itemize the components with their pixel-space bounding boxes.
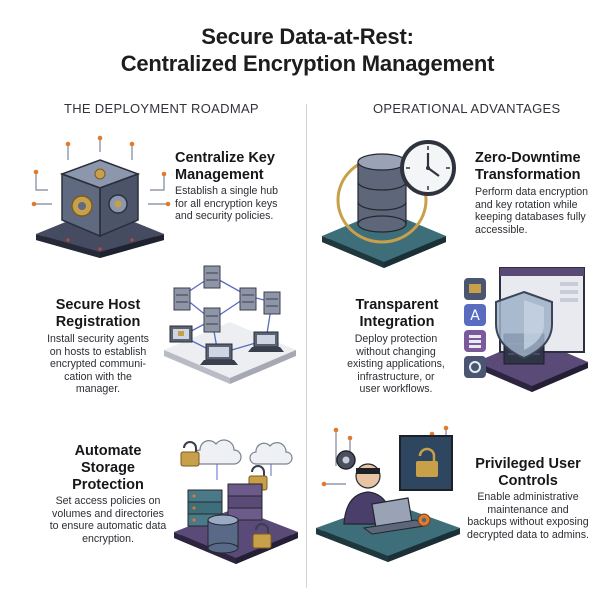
database-clock-icon bbox=[322, 140, 456, 268]
encryption-vault-cube-icon bbox=[31, 135, 171, 258]
roadmap-step-2-description: Install security agents on hosts to esta… bbox=[47, 333, 149, 396]
column-header-roadmap: THE DEPLOYMENT ROADMAP bbox=[64, 101, 259, 116]
page-title: Secure Data-at-Rest: bbox=[201, 24, 414, 49]
advantage-1-title: Zero-Downtime Transformation bbox=[475, 150, 581, 183]
roadmap-step-3-title: Automate Storage Protection bbox=[72, 443, 144, 493]
roadmap-step-1-title: Centralize Key Management bbox=[175, 150, 275, 183]
advantage-3-description: Enable administrative maintenance and ba… bbox=[467, 491, 589, 541]
roadmap-step-2-title: Secure Host Registration bbox=[55, 297, 141, 330]
page-subtitle: Centralized Encryption Management bbox=[120, 51, 495, 76]
shield-apps-icon: A bbox=[464, 267, 588, 392]
roadmap-step-1-description: Establish a single hub for all encryptio… bbox=[175, 185, 279, 223]
roadmap-step-3-description: Set access policies on volumes and direc… bbox=[49, 495, 167, 545]
column-header-advantages: OPERATIONAL ADVANTAGES bbox=[373, 101, 561, 116]
advantage-2-title: Transparent Integration bbox=[355, 297, 439, 330]
advantage-2-description: Deploy protection without changing exist… bbox=[347, 333, 445, 396]
svg-text:A: A bbox=[470, 308, 480, 324]
advantage-1-description: Perform data encryption and key rotation… bbox=[475, 186, 589, 236]
admin-lock-icon bbox=[316, 425, 460, 562]
column-divider bbox=[306, 104, 307, 588]
advantage-3-title: Privileged User Controls bbox=[475, 456, 581, 489]
host-network-icon bbox=[164, 265, 296, 384]
locked-storage-icon bbox=[174, 439, 298, 564]
